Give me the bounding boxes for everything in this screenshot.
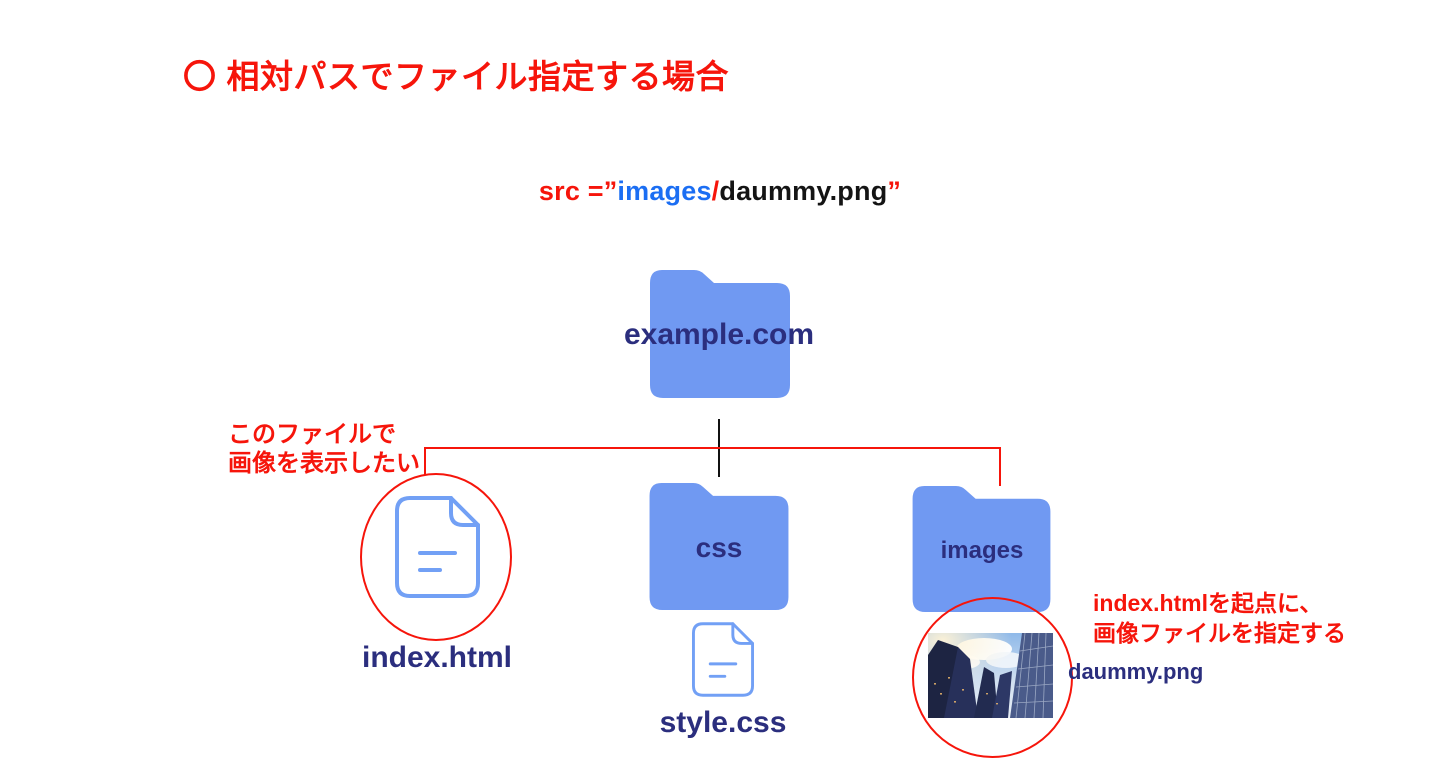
src-attribute-code: src =”images/daummy.png” (539, 176, 901, 207)
images-folder-icon (912, 486, 1051, 612)
code-open-quote: ” (603, 176, 618, 206)
root-folder-icon (650, 270, 790, 398)
image-file-annotation-line1: index.htmlを起点に、 (1093, 590, 1323, 616)
image-file-annotation: index.htmlを起点に、 画像ファイルを指定する (1093, 588, 1346, 648)
code-slash: / (711, 176, 720, 206)
css-folder-icon (649, 483, 789, 610)
html-file-annotation-line1: このファイルで (228, 421, 396, 448)
css-folder-label: css (695, 532, 743, 563)
tree-left-connector-line (424, 447, 426, 475)
images-folder-label: images (940, 537, 1024, 564)
image-file-highlight-circle (912, 597, 1073, 758)
code-file-segment: daummy.png (719, 176, 888, 206)
html-file-highlight-circle (360, 473, 512, 641)
html-file-annotation: このファイルで 画像を表示したい (228, 420, 420, 478)
code-folder-segment: images (617, 176, 712, 206)
image-file-annotation-line2: 画像ファイルを指定する (1093, 620, 1346, 646)
circle-marker: 〇 (183, 58, 217, 95)
html-file-annotation-line2: 画像を表示したい (228, 450, 420, 477)
root-folder-label: example.com (623, 318, 815, 351)
page-title-text: 相対パスでファイル指定する場合 (226, 58, 729, 95)
page-title: 〇 相対パスでファイル指定する場合 (183, 50, 729, 98)
css-file-label: style.css (659, 706, 787, 739)
html-file-label: index.html (361, 641, 513, 674)
image-file-label: daummy.png (1068, 659, 1204, 684)
code-close-quote: ” (887, 176, 902, 206)
tree-horizontal-connector-line (424, 447, 1001, 449)
tree-right-connector-line (999, 447, 1001, 486)
code-keyword: src = (538, 176, 604, 206)
css-file-icon (692, 622, 754, 697)
